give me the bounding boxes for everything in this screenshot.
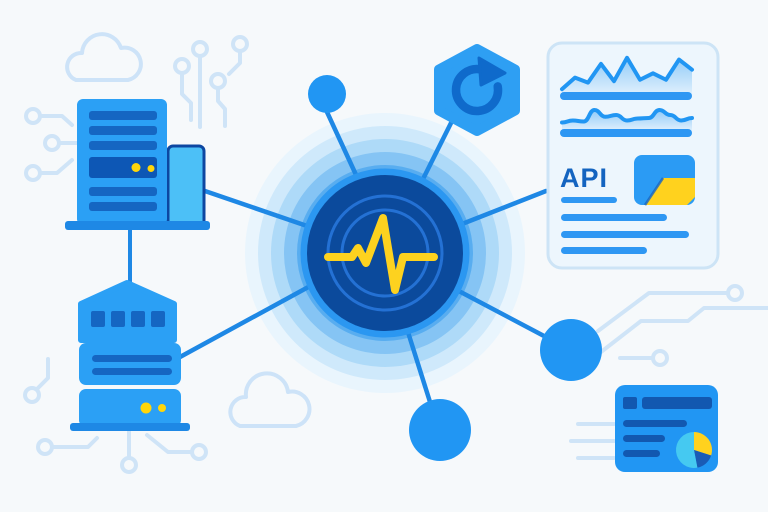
pulse-waveform-icon: [324, 214, 438, 294]
server-base: [65, 221, 210, 230]
circuit-node-icon: [24, 107, 42, 125]
report-header-bar: [642, 397, 712, 409]
connector-hub-document: [459, 188, 549, 227]
connector-hub-server: [199, 187, 313, 230]
circuit-trace: [38, 158, 74, 175]
circuit-trace: [227, 49, 242, 76]
pie-slice-critical: [694, 450, 712, 468]
sparkline-area: [562, 57, 692, 95]
doc-text-line: [561, 231, 689, 238]
connection-lines: [128, 109, 549, 405]
circuit-node-icon: [651, 349, 669, 367]
sparkline-jagged-chart: [560, 55, 694, 95]
connector-hub-database: [177, 282, 315, 360]
database-slot: [92, 368, 172, 375]
circuit-node-icon: [231, 35, 249, 53]
refresh-arrowhead-icon: [477, 56, 507, 87]
api-document-icon: [634, 155, 695, 206]
database-vent: [111, 311, 125, 327]
report-text-line: [623, 435, 665, 442]
pie-slice-warning: [694, 432, 712, 456]
cloud-icon: [228, 371, 312, 428]
hub-bright-ring: [300, 168, 470, 338]
circuit-trace: [180, 71, 193, 122]
status-led: [158, 404, 166, 412]
status-led: [131, 163, 141, 172]
circuit-node-icon: [43, 134, 61, 152]
status-led: [147, 165, 155, 172]
server-slat: [89, 141, 157, 150]
circuit-trace-group-bottom-left: [23, 357, 208, 474]
connector-hub-top-circle: [324, 109, 360, 180]
server-slat: [89, 126, 157, 135]
circuit-trace-group-bottom-right: [569, 284, 768, 460]
chart-baseline-bar: [560, 92, 692, 100]
api-label: API: [560, 163, 608, 193]
report-text-line: [623, 420, 687, 427]
sparkline-smooth-chart: [560, 108, 694, 131]
circuit-trace: [596, 291, 729, 333]
doc-text-line: [561, 214, 667, 221]
report-text-line: [623, 450, 660, 457]
circuit-trace-group-top-left: [24, 107, 80, 182]
circuit-node-icon: [209, 72, 227, 90]
circuit-node-icon: [726, 284, 744, 302]
report-header-square: [623, 397, 637, 409]
circuit-node-icon: [191, 40, 209, 58]
monitoring-hub[interactable]: [300, 168, 470, 338]
doc-text-line: [561, 197, 617, 203]
database-vent: [91, 311, 105, 327]
connector-hub-right-circle: [452, 286, 547, 339]
api-icon-fold-edge: [643, 177, 665, 206]
refresh-sync-icon: [451, 64, 503, 116]
circuit-node-icon: [120, 456, 138, 474]
circuit-node-icon: [190, 443, 208, 461]
pie-chart-icon: [676, 432, 712, 468]
database-slot: [92, 355, 172, 362]
circuit-trace: [145, 433, 193, 454]
hexagon-shape: [434, 44, 520, 136]
database-stack-node[interactable]: [70, 280, 190, 431]
sparkline-line: [560, 108, 694, 125]
server-tower-node[interactable]: [65, 99, 210, 230]
server-side-panel: [166, 144, 206, 228]
circuit-node-icon: [173, 57, 191, 75]
server-drive-bay: [89, 157, 157, 178]
circuit-node-icon: [24, 164, 42, 182]
api-icon-fold: [645, 178, 695, 205]
pie-slice-normal: [676, 432, 698, 468]
sync-hexagon-node[interactable]: [434, 44, 520, 136]
circuit-trace: [50, 436, 99, 449]
circuit-trace: [38, 114, 74, 127]
satellite-circle-top[interactable]: [308, 75, 346, 113]
chart-baseline-bar: [560, 129, 692, 137]
database-vent: [131, 311, 145, 327]
database-vent: [151, 311, 165, 327]
satellite-circle-right[interactable]: [540, 319, 602, 381]
database-base: [70, 423, 190, 431]
circuit-node-icon: [36, 438, 54, 456]
satellite-circle-bottom[interactable]: [409, 399, 471, 461]
circuit-trace: [35, 357, 50, 391]
doc-text-line: [561, 247, 647, 254]
sparkline-line: [560, 55, 694, 92]
connector-hub-bottom-circle: [404, 326, 433, 405]
server-slat: [89, 187, 157, 196]
connector-hub-sync: [418, 118, 455, 186]
circuit-trace: [599, 306, 768, 354]
database-mid-section: [79, 343, 181, 385]
circuit-trace: [216, 86, 227, 128]
database-bottom-section: [79, 389, 181, 427]
api-document-card[interactable]: API: [546, 41, 720, 270]
cloud-icon: [65, 32, 143, 82]
circuit-trace-group-top-middle: [173, 35, 249, 129]
server-slat: [89, 111, 157, 120]
circuit-node-icon: [23, 386, 41, 404]
server-slat: [89, 202, 157, 211]
status-led: [140, 402, 152, 414]
report-card-node[interactable]: [615, 385, 718, 472]
